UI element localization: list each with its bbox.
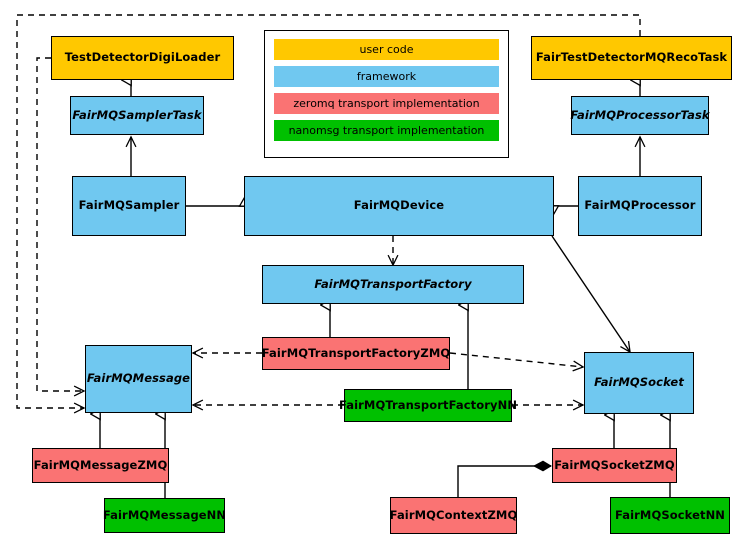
edge-device-socket — [551, 235, 630, 352]
class-node-FairMQSocketZMQ[interactable]: FairMQSocketZMQ — [552, 448, 677, 483]
class-node-FairMQMessage[interactable]: FairMQMessage — [85, 345, 192, 413]
class-node-label: TestDetectorDigiLoader — [64, 50, 221, 65]
class-node-FairMQSocket[interactable]: FairMQSocket — [584, 352, 694, 414]
class-node-FairMQProcessor[interactable]: FairMQProcessor — [578, 176, 702, 236]
class-node-label: FairMQMessage — [86, 371, 191, 386]
class-node-label: FairMQTransportFactoryNN — [338, 397, 518, 412]
class-node-label: FairMQSamplerTask — [72, 107, 202, 122]
class-node-FairMQContextZMQ[interactable]: FairMQContextZMQ — [390, 497, 517, 534]
edge-socketzmq-contextzmq — [457, 460, 552, 497]
class-node-FairMQTransportFactory[interactable]: FairMQTransportFactory — [262, 265, 524, 304]
class-node-FairMQDevice[interactable]: FairMQDevice — [244, 176, 554, 236]
edge-digiloader-message — [36, 57, 84, 391]
class-node-FairMQProcessorTask[interactable]: FairMQProcessorTask — [570, 96, 710, 135]
legend-label: framework — [356, 70, 417, 83]
legend: user code framework zeromq transport imp… — [264, 30, 509, 158]
class-node-label: FairMQSocketZMQ — [554, 457, 675, 472]
class-node-label: FairMQSampler — [78, 198, 180, 213]
class-node-label: FairMQProcessorTask — [570, 107, 710, 122]
legend-label: user code — [359, 43, 414, 56]
class-node-FairMQTransportFactoryNN[interactable]: FairMQTransportFactoryNN — [339, 389, 517, 422]
class-node-FairMQSampler[interactable]: FairMQSampler — [72, 176, 186, 236]
class-node-label: FairMQTransportFactoryZMQ — [261, 345, 451, 360]
class-node-label: FairMQDevice — [353, 198, 445, 213]
class-node-label: FairMQSocketNN — [614, 507, 726, 522]
class-node-FairMQTransportFactoryZMQ[interactable]: FairMQTransportFactoryZMQ — [262, 337, 450, 370]
legend-item-user-code: user code — [274, 39, 499, 60]
legend-label: zeromq transport implementation — [293, 97, 480, 110]
class-node-label: FairMQContextZMQ — [389, 507, 518, 522]
class-node-FairTestDetectorMQRecoTask[interactable]: FairTestDetectorMQRecoTask — [531, 36, 732, 80]
edge-tfzmq-socket — [449, 352, 583, 367]
class-node-label: FairMQMessageZMQ — [33, 457, 168, 472]
class-node-TestDetectorDigiLoader[interactable]: TestDetectorDigiLoader — [51, 36, 234, 80]
class-node-FairMQSamplerTask[interactable]: FairMQSamplerTask — [70, 96, 204, 135]
legend-label: nanomsg transport implementation — [288, 124, 485, 137]
class-node-label: FairMQTransportFactory — [314, 276, 472, 291]
class-node-label: FairMQSocket — [594, 375, 684, 390]
class-node-label: FairMQProcessor — [584, 198, 696, 213]
class-node-label: FairTestDetectorMQRecoTask — [535, 50, 728, 65]
legend-item-framework: framework — [274, 66, 499, 87]
class-node-FairMQSocketNN[interactable]: FairMQSocketNN — [610, 497, 730, 534]
edge-recotask-message — [16, 14, 641, 408]
class-node-FairMQMessageNN[interactable]: FairMQMessageNN — [102, 498, 227, 533]
legend-item-zeromq: zeromq transport implementation — [274, 93, 499, 114]
class-node-label: FairMQMessageNN — [102, 507, 227, 522]
legend-item-nanomsg: nanomsg transport implementation — [274, 120, 499, 141]
class-node-FairMQMessageZMQ[interactable]: FairMQMessageZMQ — [32, 448, 169, 483]
